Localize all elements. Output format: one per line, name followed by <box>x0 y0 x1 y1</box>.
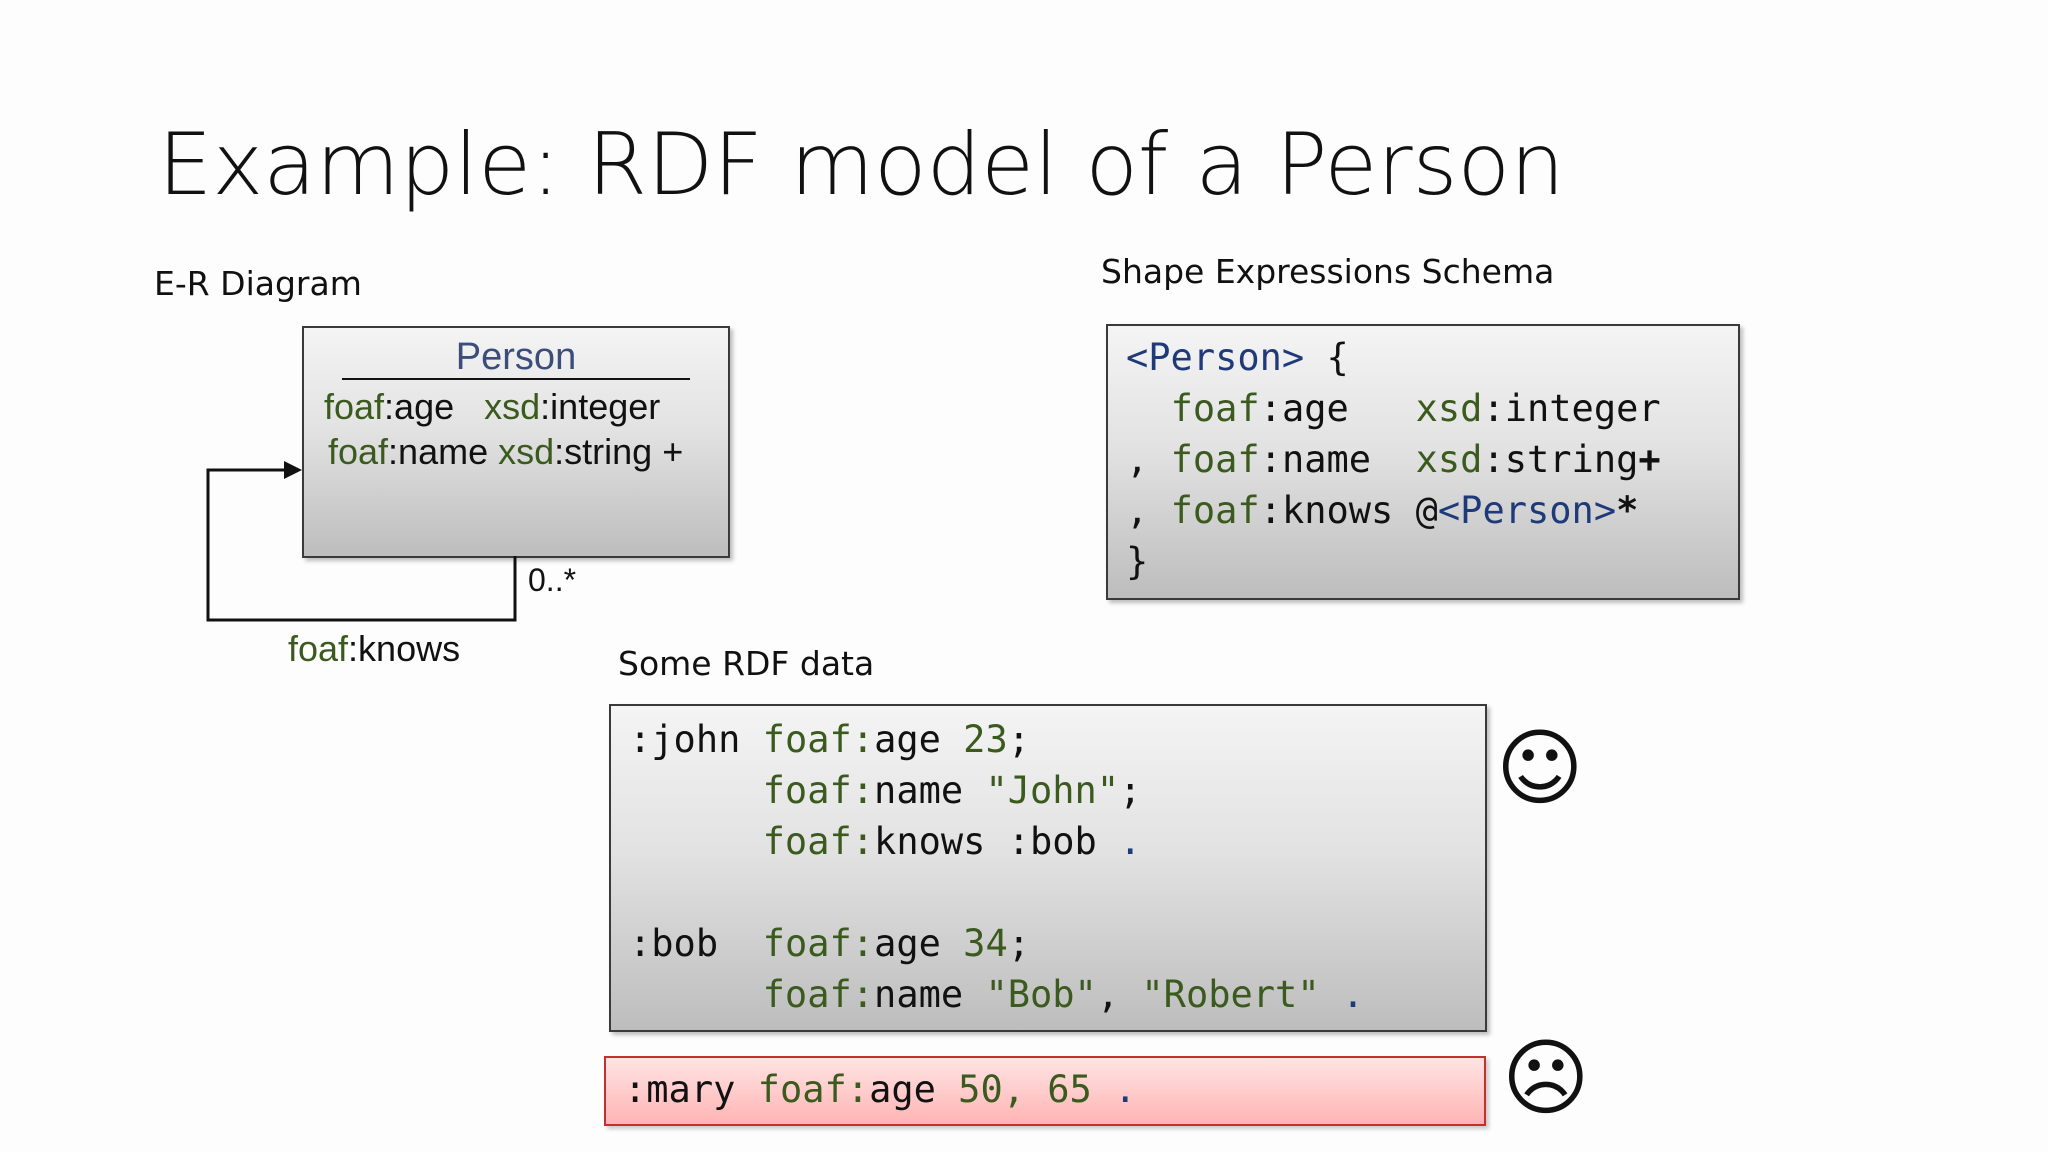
invalid-data-box: :mary foaf:age 50, 65 . <box>604 1056 1486 1126</box>
shex-line-1: <Person> { <box>1126 336 1349 379</box>
er-cardinality: 0..* <box>528 562 577 598</box>
shex-box: <Person> { foaf:age xsd:integer , foaf:n… <box>1106 324 1740 600</box>
rdf-line-john-knows: foaf:knows :bob . <box>762 820 1142 863</box>
rdf-line-john-name: foaf:name "John"; <box>762 769 1142 812</box>
er-relation-label: foaf:knows <box>288 628 461 669</box>
er-entity-box: Person foaf:age xsd:integer foaf:name xs… <box>302 326 730 558</box>
sad-face-icon: ☹ <box>1502 1029 1590 1127</box>
page-title: Example: RDF model of a Person <box>158 115 1565 215</box>
rdf-line-bob-age: :bob foaf:age 34; <box>629 922 1031 965</box>
rdf-data-box: :john foaf:age 23; foaf:name "John"; foa… <box>609 704 1487 1032</box>
rdf-line-mary-age: :mary foaf:age 50, 65 . <box>624 1068 1137 1111</box>
er-entity-name: Person <box>455 336 577 378</box>
rdf-line-bob-name: foaf:name "Bob", "Robert" . <box>762 973 1365 1016</box>
shex-line-5: } <box>1126 540 1149 583</box>
rdf-data-label: Some RDF data <box>618 644 875 683</box>
er-diagram-label: E-R Diagram <box>154 264 362 303</box>
er-attr-name: foaf:name xsd:string + <box>328 431 684 472</box>
shex-line-4: , foaf:knows @<Person>* <box>1126 489 1639 532</box>
shex-label: Shape Expressions Schema <box>1101 252 1555 291</box>
happy-face-icon: ☺ <box>1496 719 1584 817</box>
shex-line-3: , foaf:name xsd:string+ <box>1126 438 1661 481</box>
shex-line-2: foaf:age xsd:integer <box>1170 387 1661 430</box>
rdf-line-john-age: :john foaf:age 23; <box>629 718 1031 761</box>
er-attr-age: foaf:age xsd:integer <box>324 386 661 427</box>
er-entity-underline <box>342 378 690 380</box>
